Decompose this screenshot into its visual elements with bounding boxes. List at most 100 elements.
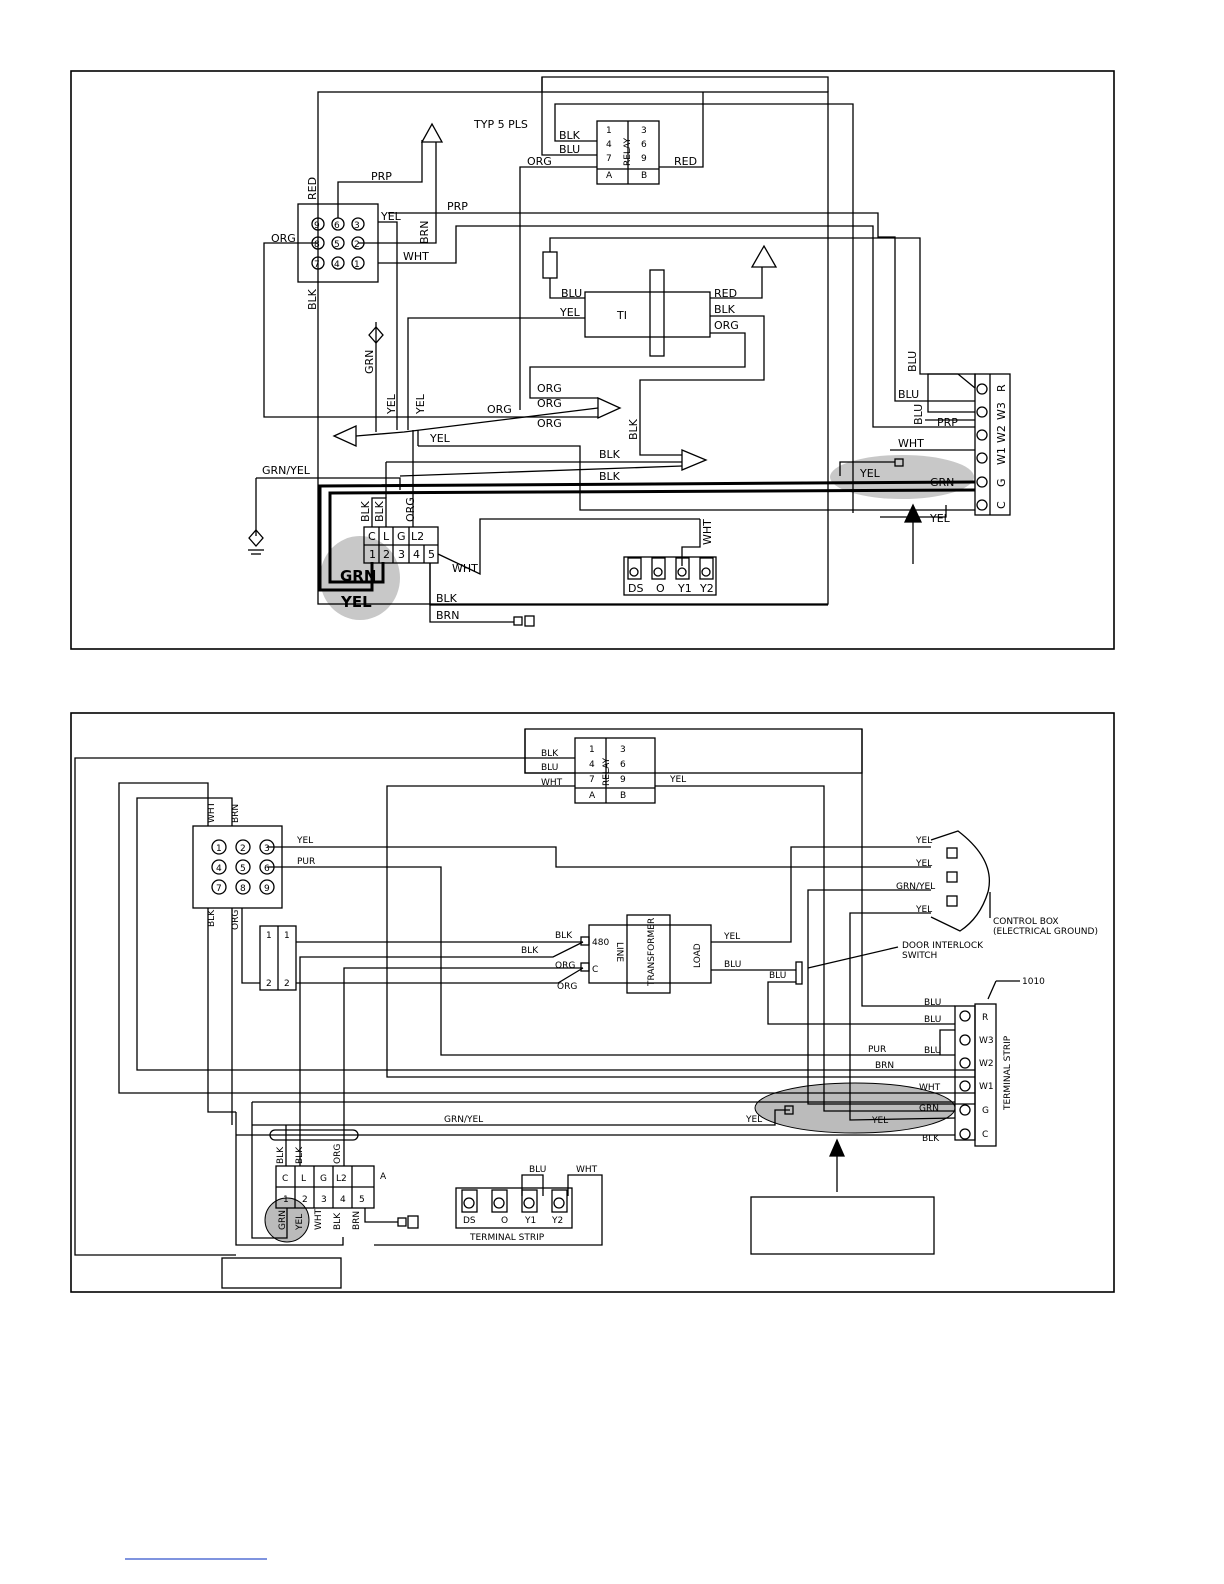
top-plug: 9 6 3 8 5 2 7 4 1 RED PRP YEL ORG BRN WH… (263, 122, 975, 430)
bottom-relay-body (574, 737, 656, 804)
bottom-strip-body (974, 1003, 997, 1147)
svg-text:7: 7 (314, 260, 320, 270)
svg-text:9: 9 (620, 775, 626, 785)
bottom-plug: 1 2 3 4 5 6 7 8 9 WHT BRN YEL PUR BLK OR… (118, 782, 975, 1125)
svg-text:YEL: YEL (414, 393, 427, 415)
block-yel-label: YEL (340, 593, 372, 611)
bottom-low-terminal: DS O Y1 Y2 TERMINAL STRIP BLU WHT (374, 1165, 603, 1246)
svg-text:W3: W3 (979, 1036, 994, 1046)
svg-text:GRN/YEL: GRN/YEL (262, 464, 311, 477)
svg-text:SWITCH: SWITCH (902, 951, 937, 961)
ground-terminal-1 (368, 326, 384, 344)
svg-text:BRN: BRN (436, 609, 459, 622)
svg-text:BLU: BLU (541, 763, 558, 773)
svg-text:YEL: YEL (296, 836, 313, 846)
svg-text:BLK: BLK (714, 303, 736, 316)
block-grn-label: GRN (340, 567, 376, 585)
svg-text:6: 6 (334, 221, 340, 231)
svg-text:R: R (995, 384, 1008, 392)
svg-text:6: 6 (620, 760, 626, 770)
svg-text:C: C (368, 530, 376, 543)
svg-text:WHT: WHT (541, 778, 563, 788)
svg-text:ORG: ORG (557, 982, 577, 992)
svg-text:BLK: BLK (922, 1134, 940, 1144)
svg-text:W2: W2 (995, 425, 1008, 443)
svg-text:A: A (589, 791, 596, 801)
bottom-door-switch: DOOR INTERLOCK SWITCH BLU (767, 941, 984, 1025)
bottom-transformer: TRANSFORMER LINE LOAD 480 C BLK BLK ORG … (299, 846, 931, 1166)
svg-text:Y2: Y2 (699, 582, 714, 595)
svg-text:BLU: BLU (898, 388, 919, 401)
svg-text:4: 4 (606, 140, 612, 150)
svg-text:1: 1 (216, 844, 222, 854)
svg-text:BLU: BLU (724, 960, 741, 970)
relay-label: RELAY (623, 137, 633, 166)
transformer-body (584, 291, 711, 338)
bottom-fuse-block: 1 1 2 2 (241, 908, 584, 991)
svg-text:DS: DS (463, 1216, 476, 1226)
svg-text:G: G (320, 1174, 327, 1184)
svg-text:1010: 1010 (1022, 977, 1045, 987)
svg-text:O: O (501, 1216, 508, 1226)
ground-highlight (830, 455, 974, 499)
svg-text:R: R (982, 1013, 988, 1023)
svg-text:BLU: BLU (561, 287, 582, 300)
svg-text:L: L (383, 530, 390, 543)
svg-text:DS: DS (628, 582, 643, 595)
svg-text:RED: RED (306, 177, 319, 200)
svg-text:8: 8 (240, 884, 246, 894)
svg-text:G: G (982, 1106, 989, 1116)
svg-text:BLK: BLK (306, 288, 319, 310)
svg-text:L2: L2 (411, 530, 424, 543)
svg-text:BLK: BLK (373, 500, 386, 522)
svg-text:WHT: WHT (919, 1083, 941, 1093)
svg-text:BLU: BLU (924, 1015, 941, 1025)
cable-tie (269, 1129, 359, 1141)
svg-text:B: B (620, 791, 626, 801)
top-transformer: TI BLU YEL RED BLK ORG (407, 237, 976, 456)
svg-text:PRP: PRP (447, 200, 468, 213)
svg-text:C: C (592, 965, 598, 975)
svg-text:3: 3 (321, 1195, 327, 1205)
bottom-terminal-strip: R W3 W2 W1 G C TERMINAL STRIP 1010 BLU B… (236, 977, 1045, 1255)
top-arrow-right-1 (597, 396, 622, 420)
transformer-label: TI (616, 309, 627, 322)
top-diagram-frame (70, 70, 1115, 650)
svg-text:Y2: Y2 (551, 1216, 563, 1226)
svg-text:4: 4 (413, 548, 420, 561)
svg-text:WHT: WHT (576, 1165, 598, 1175)
svg-text:B: B (641, 171, 647, 181)
svg-text:ORG: ORG (555, 961, 575, 971)
svg-text:ORG: ORG (714, 319, 739, 332)
svg-text:5: 5 (334, 240, 340, 250)
svg-text:BLK: BLK (555, 931, 573, 941)
svg-text:ORG: ORG (537, 397, 562, 410)
door-switch-body (795, 961, 803, 985)
top-arrow-up-1 (420, 122, 444, 143)
svg-text:3: 3 (264, 844, 270, 854)
svg-text:WHT: WHT (314, 1208, 324, 1230)
svg-text:BLK: BLK (559, 129, 581, 142)
svg-text:YEL: YEL (929, 512, 951, 525)
svg-text:WHT: WHT (403, 250, 429, 263)
svg-text:Y1: Y1 (677, 582, 692, 595)
control-panel-outline (317, 91, 829, 605)
svg-text:PUR: PUR (297, 857, 315, 867)
svg-text:ORG: ORG (404, 497, 417, 522)
svg-text:BLK: BLK (599, 470, 621, 483)
ground-terminal-2 (248, 529, 264, 547)
svg-text:BLK: BLK (207, 909, 217, 927)
svg-text:1: 1 (589, 745, 595, 755)
svg-text:BLK: BLK (521, 946, 539, 956)
svg-text:5: 5 (359, 1195, 365, 1205)
svg-text:C: C (982, 1130, 988, 1140)
svg-text:RELAY: RELAY (602, 757, 612, 786)
top-arrow-right-2 (681, 449, 708, 471)
svg-text:G: G (995, 478, 1008, 487)
svg-text:W1: W1 (979, 1082, 994, 1092)
svg-text:YEL: YEL (380, 210, 402, 223)
top-wiring-diagram: TYP 5 PLS 1 4 7 A 3 6 9 B RELAY BLK BLU … (70, 70, 1115, 650)
svg-text:ORG: ORG (537, 382, 562, 395)
svg-text:2: 2 (302, 1195, 308, 1205)
